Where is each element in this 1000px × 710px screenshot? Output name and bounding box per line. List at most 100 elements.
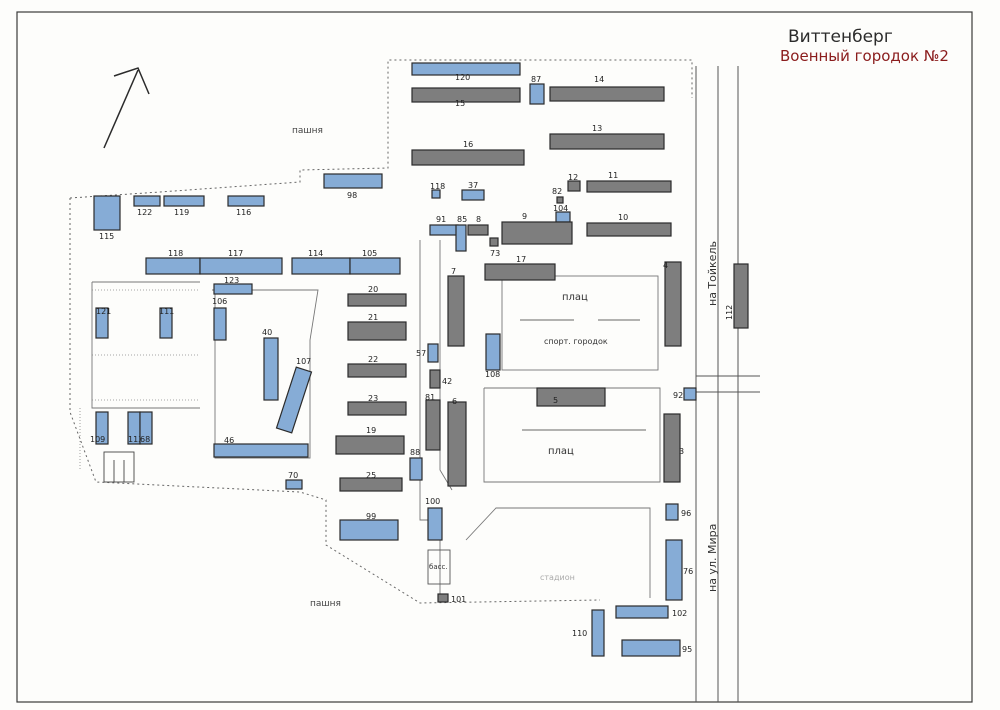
building-number: 87 [531,75,541,84]
pool-outline [427,549,451,585]
building-footprint [663,413,681,483]
parade-markings [520,319,646,431]
building-footprint [467,224,489,236]
north-arrow-icon [103,67,150,149]
building-footprint [501,221,573,245]
building-11: 11 [586,171,672,193]
building-number: 99 [366,512,376,521]
building-number: 22 [368,355,378,364]
building-footprint [213,307,227,341]
building-footprint [683,387,697,401]
building-footprint [275,366,313,434]
building-119: 119 [163,195,205,217]
building-number: 108 [485,370,500,379]
building-117: 117 [199,249,283,275]
building-footprint [555,211,571,223]
building-82: 82 [552,187,564,204]
building-70: 70 [285,471,303,490]
building-107: 107 [275,357,313,434]
perimeter-fence [69,59,693,199]
building-footprint [347,293,407,307]
building-footprint [139,411,153,445]
building-number: 123 [224,276,239,285]
building-footprint [529,83,545,105]
building-12: 12 [567,173,581,192]
building-number: 88 [410,448,420,457]
building-footprint [437,593,449,603]
building-footprint [447,401,467,487]
building-number: 82 [552,187,562,196]
building-91: 91 [429,215,459,236]
building-footprint [665,539,683,601]
building-number: 104 [553,204,568,213]
parade-ground-bottom-label: плац [548,446,574,457]
building-number: 91 [436,215,446,224]
building-footprint [411,149,525,166]
building-footprint [347,363,407,378]
building-number: 118 [168,249,183,258]
building-10: 10 [586,213,672,237]
building-number: 6 [452,397,457,406]
sheet-border [16,11,973,703]
building-footprint [411,62,521,76]
building-13: 13 [549,124,665,150]
building-footprint [489,237,499,247]
stadium-label: стадион [540,573,575,582]
building-footprint [615,605,669,619]
field-label-top: пашня [292,126,323,136]
building-number: 85 [457,215,467,224]
building-number: 92 [673,391,683,400]
building-number: 25 [366,471,376,480]
building-101: 101 [437,593,466,604]
building-number: 13 [592,124,602,133]
building-9: 9 [501,212,573,245]
building-footprint [591,609,605,657]
building-16: 16 [411,140,525,166]
building-footprint [213,283,253,295]
building-footprint [213,443,309,458]
building-footprint [227,195,265,207]
building-footprint [285,479,303,490]
building-footprint [349,257,401,275]
building-footprint [567,180,581,192]
map-subtitle: Военный городок №2 [780,47,949,65]
building-112: 112 [725,263,749,329]
building-footprint [549,133,665,150]
building-14: 14 [549,75,665,102]
building-footprint [733,263,749,329]
building-number: 11 [608,171,618,180]
building-number: 119 [174,208,189,217]
building-number: 9 [522,212,527,221]
building-number: 120 [455,73,470,82]
building-3: 3 [663,413,684,483]
building-footprint [461,189,485,201]
east-road [695,66,760,702]
building-123: 123 [213,276,253,295]
building-footprint [586,222,672,237]
building-42: 42 [429,369,452,389]
building-110: 110 [572,609,605,657]
building-number: 100 [425,497,440,506]
building-111: 111 [159,307,174,339]
building-footprint [199,257,283,275]
building-46: 46 [213,436,309,458]
building-footprint [411,87,521,103]
building-8: 8 [467,215,489,236]
building-number: 106 [212,297,227,306]
building-number: 21 [368,313,378,322]
building-number: 46 [224,436,234,445]
building-footprint [323,173,383,189]
building-23: 23 [347,394,407,416]
building-number: 96 [681,509,691,518]
building-footprint [347,321,407,341]
pool-label: басс. [429,563,448,571]
building-104: 104 [553,204,571,223]
building-57: 57 [416,343,439,363]
building-20: 20 [347,285,407,307]
building-number: 110 [572,629,587,638]
building-99: 99 [339,512,399,541]
building-footprint [665,503,679,521]
building-footprint [484,263,556,281]
building-footprint [664,261,682,347]
